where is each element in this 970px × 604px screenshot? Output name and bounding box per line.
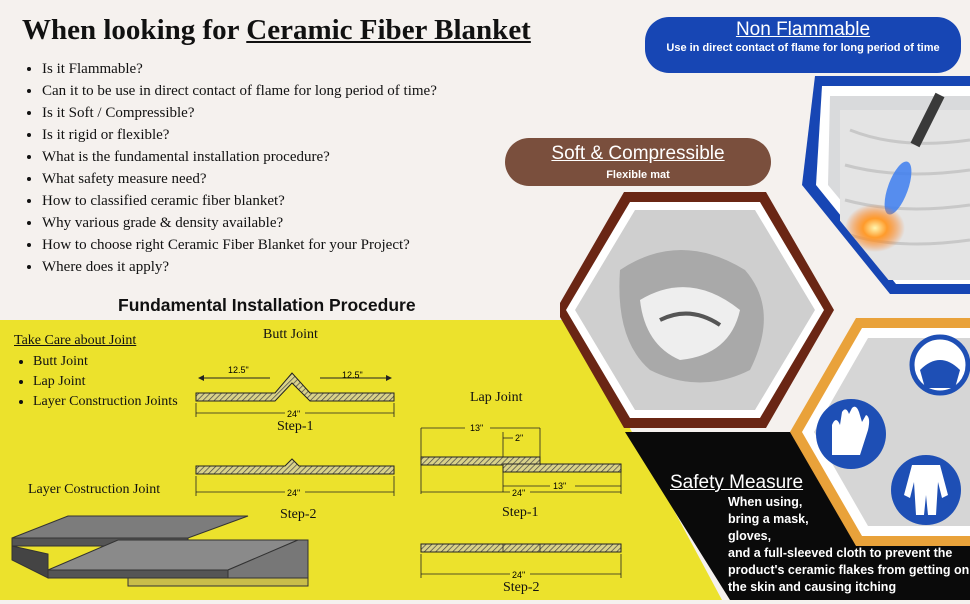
dim-12-5-left: 12.5" xyxy=(228,365,249,375)
dim-24: 24" xyxy=(287,409,300,419)
dim-2: 2" xyxy=(515,433,523,443)
gloved-hand-icon xyxy=(619,250,764,383)
lap-step-2: Step-2 xyxy=(503,580,540,595)
question-item: Can it to be use in direct contact of fl… xyxy=(42,80,437,102)
lap-joint-label: Lap Joint xyxy=(470,390,523,405)
safety-line: When using, xyxy=(728,495,803,509)
joint-item: Layer Construction Joints xyxy=(33,392,178,412)
joint-list: Butt Joint Lap Joint Layer Construction … xyxy=(14,352,178,412)
question-item: How to choose right Ceramic Fiber Blanke… xyxy=(42,234,437,256)
butt-joint-diagram: 12.5" 12.5" 24" xyxy=(195,365,395,419)
installation-heading: Fundamental Installation Procedure xyxy=(118,295,416,315)
question-item: Is it rigid or flexible? xyxy=(42,124,437,146)
question-item: How to classified ceramic fiber blanket? xyxy=(42,190,437,212)
soft-subtitle: Flexible mat xyxy=(606,169,670,181)
dim-12-5-right: 12.5" xyxy=(342,370,363,380)
joint-item: Lap Joint xyxy=(33,372,178,392)
dim-24-lap: 24" xyxy=(512,488,525,498)
question-item: Is it Flammable? xyxy=(42,58,437,80)
dim-13-top: 13" xyxy=(470,423,483,433)
safety-line: and a full-sleeved cloth to prevent the xyxy=(728,546,953,560)
safety-line: product's ceramic flakes from getting on xyxy=(728,563,970,577)
question-item: What safety measure need? xyxy=(42,168,437,190)
coverall-icon xyxy=(891,455,961,525)
joint-item: Butt Joint xyxy=(33,352,178,372)
layer-construction-diagram xyxy=(11,515,309,587)
question-item: Why various grade & density available? xyxy=(42,212,437,234)
safety-line: bring a mask, xyxy=(728,512,809,526)
soft-title: Soft & Compressible xyxy=(551,143,725,164)
title-highlight: Ceramic Fiber Blanket xyxy=(246,14,531,46)
safety-line: gloves, xyxy=(728,529,772,543)
soft-compressible-badge: Soft & Compressible Flexible mat xyxy=(505,138,771,186)
butt-joint-label: Butt Joint xyxy=(263,327,318,342)
lap-joint-diagram: 13" 2" 13" 24" xyxy=(420,423,622,498)
right-imagery xyxy=(560,76,970,600)
non-flammable-subtitle: Use in direct contact of flame for long … xyxy=(666,42,940,54)
butt-joint-step2-diagram: 24" xyxy=(195,458,395,498)
lap-step-1: Step-1 xyxy=(502,505,539,520)
question-item: What is the fundamental installation pro… xyxy=(42,146,437,168)
butt-step-2: Step-2 xyxy=(280,507,317,522)
dim-24-lap-step2: 24" xyxy=(512,570,525,580)
title-prefix: When looking for xyxy=(22,14,247,46)
mask-icon xyxy=(909,334,970,396)
non-flammable-title: Non Flammable xyxy=(735,19,871,40)
page-title: When looking for Ceramic Fiber Blanket xyxy=(22,14,531,47)
question-item: Where does it apply? xyxy=(42,256,437,278)
non-flammable-badge: Non Flammable Use in direct contact of f… xyxy=(645,17,961,73)
flame-torch-icon xyxy=(840,92,970,280)
safety-title: Safety Measure xyxy=(670,472,804,493)
layer-joint-label: Layer Costruction Joint xyxy=(28,482,161,497)
question-item: Is it Soft / Compressible? xyxy=(42,102,437,124)
safety-line: the skin and causing itching xyxy=(728,580,897,594)
take-care-heading: Take Care about Joint xyxy=(14,333,137,348)
gloves-icon xyxy=(816,399,886,469)
question-list: Is it Flammable? Can it to be use in dir… xyxy=(22,58,437,278)
butt-step-1: Step-1 xyxy=(277,419,314,434)
dim-13-bottom: 13" xyxy=(553,481,566,491)
lap-joint-step2-diagram: 24" xyxy=(420,543,622,580)
safety-text: When using, bring a mask, gloves, and a … xyxy=(728,494,970,596)
dim-24-step2: 24" xyxy=(287,488,300,498)
